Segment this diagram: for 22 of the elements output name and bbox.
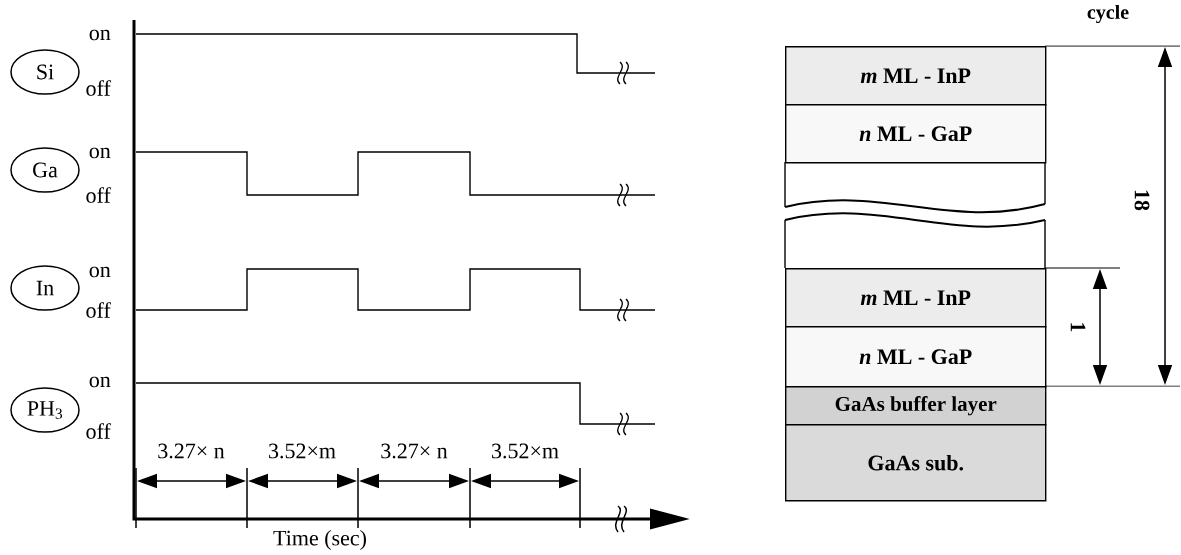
axis-label: Time (sec)	[273, 530, 366, 550]
state-label: off	[86, 423, 111, 439]
layer-box: GaAs buffer layer	[785, 386, 1047, 426]
duration-label: 3.52×m	[492, 443, 559, 459]
state-label: off	[86, 187, 111, 203]
layer-box: n ML - GaP	[785, 326, 1047, 388]
layer-break	[784, 161, 1046, 269]
dimension-label: 1	[1070, 323, 1086, 332]
layer-box: n ML - GaP	[785, 104, 1047, 164]
duration-label: 3.27× n	[381, 443, 448, 459]
layer-box: m ML - InP	[785, 46, 1047, 106]
dimension-label: 18	[1134, 190, 1150, 211]
state-label: on	[89, 29, 111, 41]
duration-label: 3.27× n	[158, 443, 225, 459]
state-label: off	[86, 302, 111, 318]
state-label: on	[89, 147, 111, 159]
layer-box: GaAs sub.	[785, 424, 1047, 502]
layer-box: m ML - InP	[785, 268, 1047, 328]
state-label: off	[86, 80, 111, 96]
duration-label: 3.52×m	[269, 443, 336, 459]
state-label: on	[89, 376, 111, 388]
column-label: cycle	[1087, 4, 1129, 24]
